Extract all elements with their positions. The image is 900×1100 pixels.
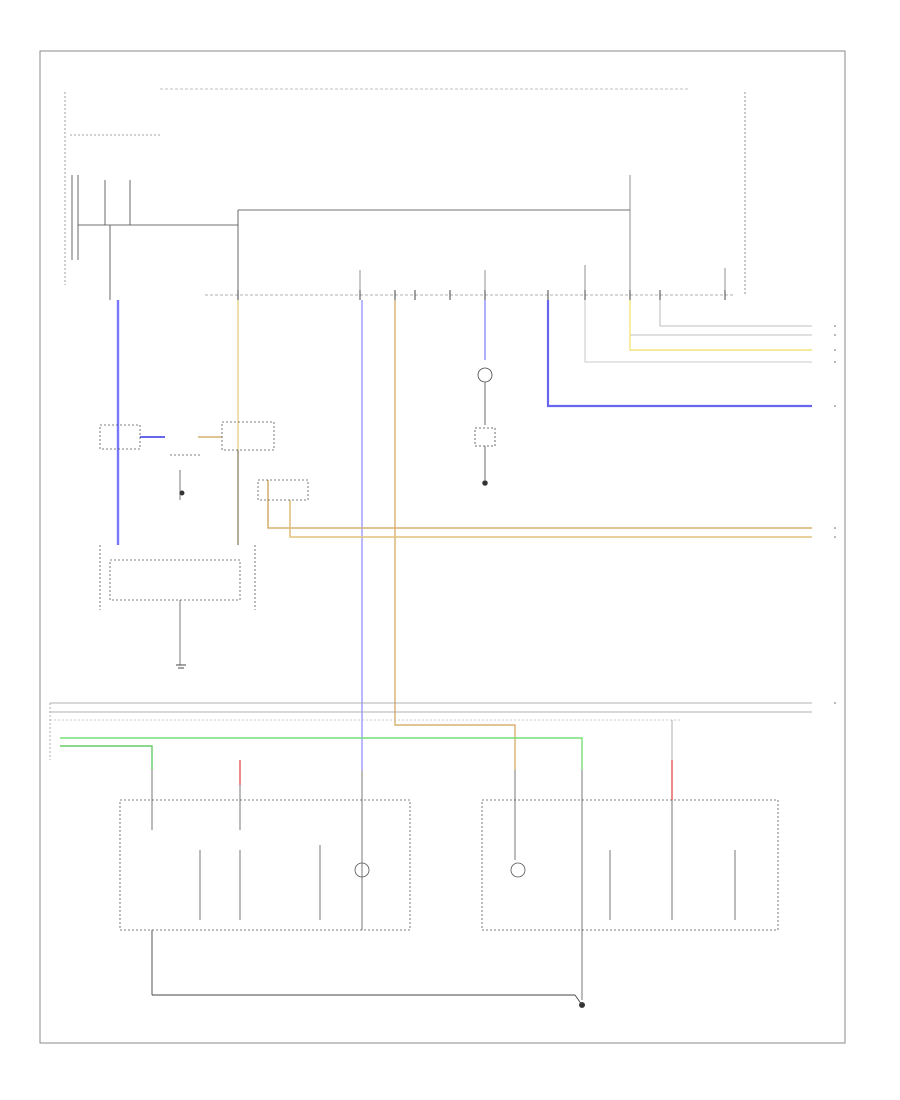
wire-tan-double-1 bbox=[267, 480, 812, 529]
bottom-right-unit bbox=[481, 770, 779, 1000]
wire-blue-right bbox=[546, 300, 812, 408]
ground-return-bottom bbox=[151, 930, 586, 1009]
left-power-section bbox=[64, 92, 630, 300]
wire-green-1 bbox=[60, 737, 583, 770]
lamp-symbol-center bbox=[474, 367, 496, 486]
lower-bus bbox=[49, 702, 812, 760]
right-top-lines bbox=[359, 92, 746, 300]
diagram-frame bbox=[39, 50, 846, 1044]
wire-gray-2 bbox=[629, 300, 812, 336]
wire-gray-1 bbox=[659, 300, 812, 327]
bus-connector-ticks bbox=[237, 290, 726, 300]
bottom-left-unit bbox=[119, 770, 411, 931]
wire-gray-3 bbox=[584, 300, 812, 363]
left-switch-assembly bbox=[99, 421, 309, 665]
wire-green-2 bbox=[60, 745, 153, 770]
wire-yellow-right bbox=[629, 300, 812, 351]
right-connector-ends bbox=[834, 325, 836, 704]
wire-tan-center bbox=[394, 300, 516, 770]
wire-tan-double-2 bbox=[289, 500, 812, 538]
ground-symbol-left bbox=[176, 490, 186, 669]
